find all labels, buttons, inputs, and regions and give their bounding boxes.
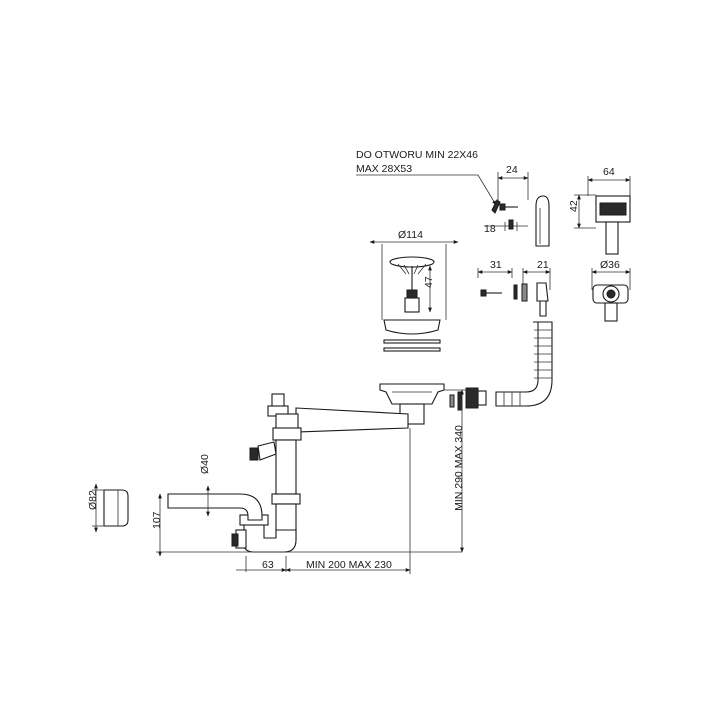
siphon-dimensions: Ø82 Ø40 107 63 MIN 200 MAX 230 MIN 290 M…: [87, 389, 466, 574]
dim-107-label: 107: [151, 511, 163, 529]
dim-36-label: Ø36: [600, 259, 620, 271]
dim-24-label: 24: [506, 164, 518, 176]
dim-47-label: 47: [423, 276, 435, 288]
strainer-basket: Ø114 47: [369, 229, 459, 425]
siphon-body: [103, 393, 409, 553]
dim-31-label: 31: [490, 259, 502, 271]
dim-42-label: 42: [568, 200, 580, 212]
dim-18-label: 18: [484, 223, 496, 235]
note-line-2: MAX 28X53: [356, 163, 412, 175]
overflow-hose: [449, 321, 553, 411]
dim-82-label: Ø82: [87, 490, 99, 510]
round-overflow-part: Ø36: [591, 259, 631, 322]
dim-21-label: 21: [537, 259, 549, 271]
dim-114-label: Ø114: [398, 229, 423, 241]
dim-64-label: 64: [603, 166, 615, 178]
overflow-screw-parts: 31 21: [477, 259, 551, 317]
rectangular-overflow-part: 64 42: [568, 166, 631, 255]
overflow-hole-note: DO OTWORU MIN 22X46 MAX 28X53: [356, 149, 497, 206]
dim-minmax-horizontal-label: MIN 200 MAX 230: [306, 559, 392, 571]
dim-63-label: 63: [262, 559, 274, 571]
note-line-1: DO OTWORU MIN 22X46: [356, 149, 478, 161]
dim-40-label: Ø40: [199, 454, 211, 474]
overflow-faceplate-parts: 24 18: [484, 164, 550, 247]
dim-minmax-vertical-label: MIN 290 MAX 340: [453, 425, 465, 511]
